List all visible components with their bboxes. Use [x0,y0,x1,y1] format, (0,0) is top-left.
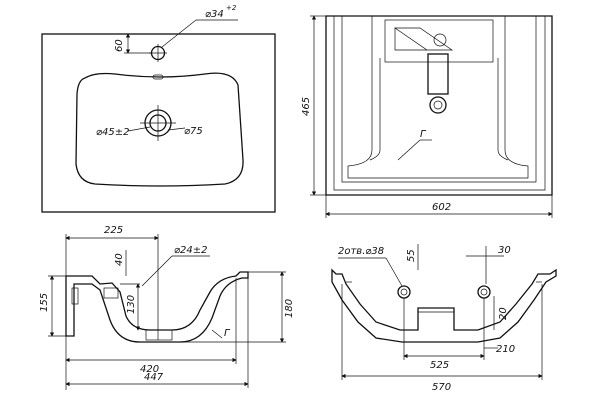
label-g-left: Г [224,328,231,339]
overflow-slot [152,74,164,80]
left-section: 225 40 ⌀24±2 155 130 180 Г 420 447 [39,225,295,390]
dim-130: 130 [126,295,137,314]
dim-570: 570 [432,382,451,393]
dim-155: 155 [39,293,50,312]
dim-602: 602 [432,202,451,213]
dim-drain-outer: ⌀75 [184,126,203,137]
dim-40: 40 [114,253,125,266]
dim-drain-inner: ⌀45±2 [96,127,130,138]
label-g-top: Г [420,129,427,140]
dim-d24: ⌀24±2 [174,245,208,256]
right-section-shell [331,268,557,343]
spout-outlet [429,96,447,114]
dim-holes: 2отв.⌀38 [338,246,384,257]
top-view: 60 ⌀34 +2 ⌀45±2 ⌀75 [41,4,276,213]
dim-225: 225 [104,225,123,236]
dim-30: 30 [498,245,511,256]
top-view-outline [41,33,276,213]
dim-447: 447 [144,372,164,383]
right-section: 2отв.⌀38 55 30 20 525 210 570 [331,244,557,393]
dim-tap-hole: ⌀34 [205,9,224,20]
front-view: Г 465 602 [301,15,553,218]
dim-180: 180 [284,299,295,318]
hole-right [477,285,491,299]
dim-465: 465 [301,97,312,116]
hole-left [397,285,411,299]
dim-tap-hole-tol: +2 [226,4,237,12]
dim-60: 60 [114,39,125,52]
dim-210: 210 [496,344,515,355]
dim-20: 20 [498,307,509,320]
dim-525: 525 [430,360,449,371]
basin-section [347,16,529,179]
dim-55: 55 [406,249,417,262]
left-section-shell [65,271,249,343]
dim-420: 420 [140,364,159,375]
basin-outline [75,72,244,187]
